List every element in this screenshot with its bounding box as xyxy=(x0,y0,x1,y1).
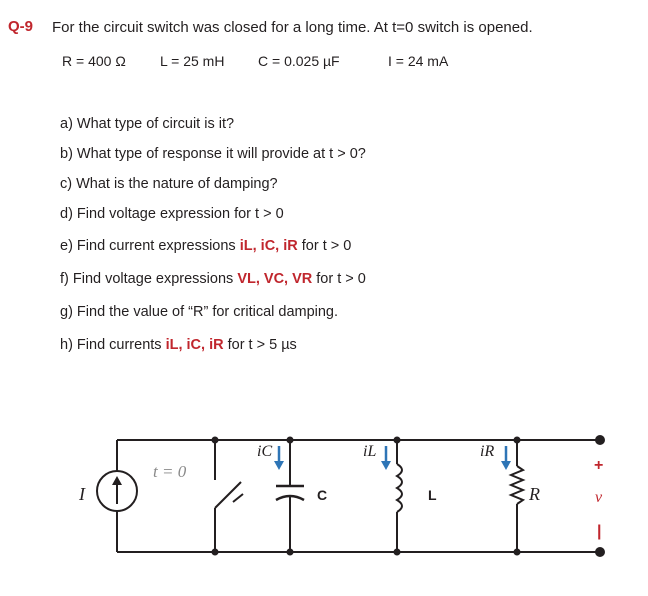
item-symbols: VL, VC, VR xyxy=(237,271,313,287)
junction-dots xyxy=(211,435,605,557)
question-item-b: b) What type of response it will provide… xyxy=(60,146,366,162)
item-text: g) Find the value of “R” for critical da… xyxy=(60,304,339,320)
param-capacitance: C = 0.025 µF xyxy=(258,53,340,69)
item-text-tail: for t > 0 xyxy=(312,271,366,287)
resistor-zigzag-icon xyxy=(508,465,526,505)
junction-dot xyxy=(286,436,294,444)
switch-blade xyxy=(214,481,242,509)
source-label: I xyxy=(78,484,86,504)
plus-label: + xyxy=(594,457,603,474)
minus-label: | xyxy=(597,523,601,540)
item-symbols: iL, iC, iR xyxy=(165,337,224,353)
question-item-e: e) Find current expressions iL, iC, iR f… xyxy=(60,238,351,254)
param-inductance: L = 25 mH xyxy=(160,53,225,69)
question-item-a: a) What type of circuit is it? xyxy=(60,116,234,132)
source-arrow-icon xyxy=(112,476,122,504)
item-text-tail: for t > 5 µs xyxy=(223,337,297,353)
item-text: h) Find currents xyxy=(60,337,166,353)
question-item-d: d) Find voltage expression for t > 0 xyxy=(60,206,284,222)
item-text-tail: for t > 0 xyxy=(297,238,352,254)
inductor-coil-icon xyxy=(395,463,403,513)
switch-label: t = 0 xyxy=(153,462,187,481)
voltage-label: v xyxy=(595,489,603,506)
item-text: d) Find voltage expression for t > 0 xyxy=(60,206,284,222)
ic-label: iC xyxy=(257,443,272,460)
cap-label: C xyxy=(317,487,327,503)
question-item-c: c) What is the nature of damping? xyxy=(60,176,278,192)
junction-dot xyxy=(211,436,219,444)
question-text: For the circuit switch was closed for a … xyxy=(52,19,533,36)
il-label: iL xyxy=(363,443,376,460)
circuit-diagram: I t = 0 iC C iL L iR R + v | xyxy=(78,435,605,557)
question-item-h: h) Find currents iL, iC, iR for t > 5 µs xyxy=(60,337,297,353)
question-item-g: g) Find the value of “R” for critical da… xyxy=(60,304,338,320)
param-resistance: R = 400 Ω xyxy=(62,53,126,69)
terminal-dot-top xyxy=(595,435,605,445)
current-source-icon xyxy=(96,470,138,512)
junction-dot xyxy=(513,436,521,444)
junction-dot xyxy=(393,436,401,444)
item-symbols: iL, iC, iR xyxy=(239,238,298,254)
ind-label: L xyxy=(428,487,437,503)
switch-arrow-icon xyxy=(232,493,244,503)
item-text: a) What type of circuit is it? xyxy=(60,116,235,132)
question-item-f: f) Find voltage expressions VL, VC, VR f… xyxy=(60,271,366,287)
junction-dot xyxy=(393,548,401,556)
junction-dot xyxy=(211,548,219,556)
param-current: I = 24 mA xyxy=(388,53,449,69)
ir-label: iR xyxy=(480,443,494,460)
junction-dot xyxy=(286,548,294,556)
junction-dot xyxy=(513,548,521,556)
res-label: R xyxy=(528,484,540,504)
question-number: Q-9 xyxy=(8,18,34,35)
item-text: f) Find voltage expressions xyxy=(60,271,238,287)
item-text: c) What is the nature of damping? xyxy=(60,176,278,192)
item-text: e) Find current expressions xyxy=(60,238,240,254)
item-text: b) What type of response it will provide… xyxy=(60,146,366,162)
terminal-dot-bottom xyxy=(595,547,605,557)
